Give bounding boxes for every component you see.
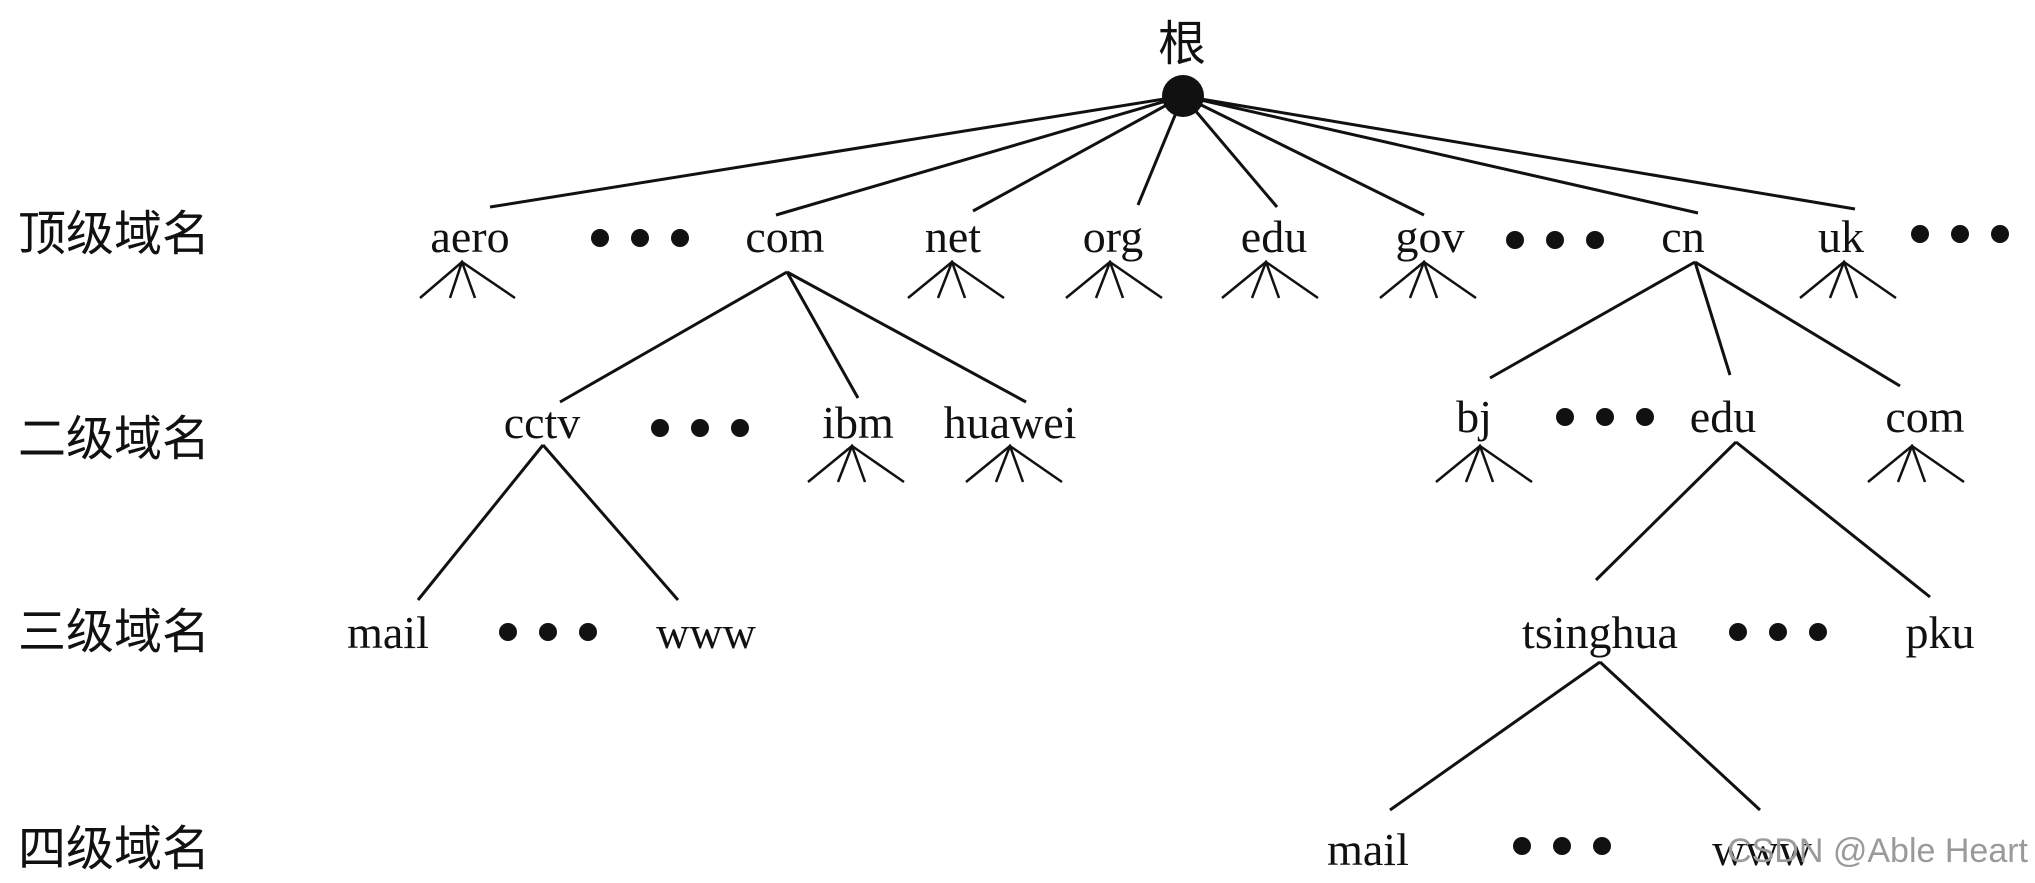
edge-cn-com <box>1694 260 1901 388</box>
level-label-third: 三级域名 <box>18 604 210 660</box>
second-level-edu: edu <box>1690 391 1756 442</box>
edge-root-edu <box>1181 95 1279 208</box>
second-level-cctv: cctv <box>504 397 581 448</box>
edge-edu-tsinghua <box>1594 440 1738 582</box>
edge-com-huawei <box>786 270 1027 404</box>
top-level-aero: aero <box>430 211 509 262</box>
top-level-cn: cn <box>1661 211 1704 262</box>
fourth-level-www: www <box>1712 824 1812 875</box>
level-label-top: 顶级域名 <box>18 206 210 262</box>
ellipsis-fourth-1 <box>1513 837 1611 855</box>
third-level-www: www <box>656 607 756 658</box>
edge-root-net <box>972 94 1184 213</box>
root-edges <box>489 94 1856 217</box>
top-level-org: org <box>1083 211 1144 262</box>
ellipsis-second-1 <box>651 419 749 437</box>
edge-cctv-mail <box>416 444 545 601</box>
subtree-fan-aero <box>419 259 516 300</box>
edge-root-uk <box>1182 94 1856 211</box>
edge-root-com <box>775 94 1184 217</box>
edge-cctv-www <box>541 444 680 601</box>
edge-com-cctv <box>559 270 788 404</box>
third-level-tsinghua: tsinghua <box>1522 607 1678 658</box>
edge-root-org <box>1136 95 1185 206</box>
second-level-huawei: huawei <box>944 397 1077 448</box>
edge-edu-pku <box>1735 440 1931 599</box>
second-level-com: com <box>1885 391 1964 442</box>
root-label: 根 <box>1158 16 1206 72</box>
ellipsis-top-3 <box>1911 225 2009 243</box>
top-level-com: com <box>745 211 824 262</box>
level-label-second: 二级域名 <box>18 411 210 467</box>
subtree-fan-ibm <box>807 443 905 484</box>
top-level-edu: edu <box>1241 211 1307 262</box>
ellipsis-top-2 <box>1506 231 1604 249</box>
subtree-fan-uk <box>1799 259 1897 300</box>
edge-tsinghua-www <box>1598 660 1762 812</box>
top-level-uk: uk <box>1818 211 1864 262</box>
edge-com-ibm <box>785 271 860 399</box>
ellipsis-second-2 <box>1556 408 1654 426</box>
top-level-gov: gov <box>1396 211 1465 262</box>
edge-root-gov <box>1182 94 1425 217</box>
ellipsis-third-1 <box>499 623 597 641</box>
ellipsis-top-1 <box>591 229 689 247</box>
level-label-fourth: 四级域名 <box>18 821 210 877</box>
fourth-level-mail: mail <box>1327 824 1409 875</box>
subtree-fan-huawei <box>965 443 1063 484</box>
top-level-net: net <box>925 211 981 262</box>
edge-root-aero <box>489 94 1184 209</box>
third-level-mail: mail <box>347 607 429 658</box>
subtree-fan-bj <box>1435 443 1533 484</box>
watermark-text: CSDN @Able Heart <box>1727 832 2028 870</box>
subtree-fan-gov <box>1379 259 1477 300</box>
subtree-fan-edu <box>1221 259 1319 300</box>
edge-cn-edu <box>1693 261 1732 376</box>
subtree-fan-second-com <box>1867 443 1965 484</box>
subtree-fan-org <box>1065 259 1163 300</box>
edge-cn-bj <box>1489 260 1696 380</box>
third-level-pku: pku <box>1906 607 1975 658</box>
subtree-fan-net <box>907 259 1005 300</box>
second-level-ibm: ibm <box>822 397 894 448</box>
second-level-bj: bj <box>1456 391 1492 442</box>
edge-root-cn <box>1182 94 1699 215</box>
edge-tsinghua-mail <box>1389 660 1601 812</box>
ellipsis-third-2 <box>1729 623 1827 641</box>
